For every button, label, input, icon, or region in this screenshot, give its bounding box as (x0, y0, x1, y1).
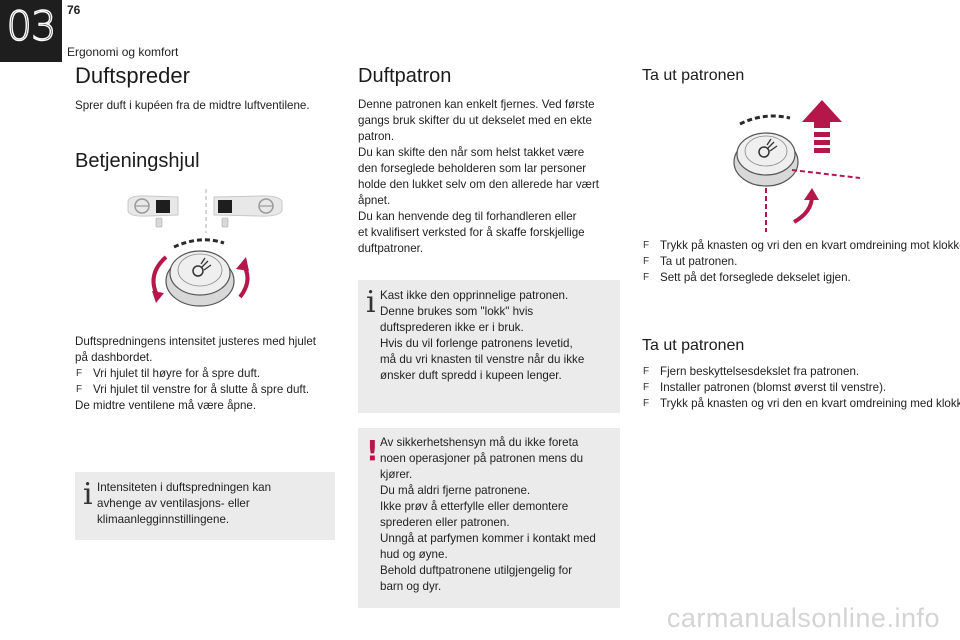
body-line: et kvalifisert verksted for å skaffe for… (358, 226, 585, 239)
rotate-right-arrow-icon (236, 257, 250, 299)
note-line: klimaanlegginnstillingene. (97, 513, 230, 526)
body-line: duftpatroner. (358, 242, 424, 255)
warning-icon: ! (366, 434, 379, 467)
section-title-duftpatron: Duftpatron (358, 65, 452, 87)
note-line: Av sikkerhetshensyn må du ikke foreta (380, 436, 579, 449)
body-line: Du kan henvende deg til forhandleren ell… (358, 210, 577, 223)
bullet-item: Vri hjulet til venstre for å slutte å sp… (75, 382, 345, 398)
cartridge-description: Denne patronen kan enkelt fjernes. Ved f… (358, 97, 599, 257)
note-line: noen operasjoner på patronen mens du (380, 452, 584, 465)
note-line: Kast ikke den opprinnelige patronen. (380, 289, 569, 302)
bullet-item: Sett på det forseglede dekselet igjen. (642, 270, 902, 286)
body-line: gangs bruk skifter du ut dekselet med en… (358, 114, 592, 127)
chapter-number: 03 (6, 3, 57, 50)
body-line: De midtre ventilene må være åpne. (75, 399, 257, 412)
note-text: Kast ikke den opprinnelige patronen. Den… (380, 288, 584, 384)
note-line: Hvis du vil forlenge patronens levetid, (380, 337, 573, 350)
warning-note-safety: ! Av sikkerhetshensyn må du ikke foreta … (358, 428, 620, 608)
dial-icon (165, 238, 235, 307)
page-number: 76 (67, 3, 81, 17)
remove-steps: Trykk på knasten og vri den en kvart omd… (642, 238, 960, 286)
bullet-item: Ta ut patronen. (642, 254, 902, 270)
info-icon: i (366, 285, 376, 320)
body-line: holde den lukket selv om den allerede ha… (358, 178, 600, 191)
body-line: den forseglede beholderen som lar person… (358, 162, 587, 175)
dial-illustration (127, 189, 283, 307)
bullet-item: Vri hjulet til høyre for å spre duft. (75, 366, 345, 382)
note-line: sprederen eller patronen. (380, 516, 510, 529)
cartridge-icon (733, 114, 799, 187)
body-line: på dashbordet. (75, 351, 153, 364)
note-line: hud og øyne. (380, 548, 448, 561)
watermark: carmanualsonline.info (666, 603, 940, 633)
bullet-item: Installer patronen (blomst øverst til ve… (642, 380, 904, 396)
note-line: ønsker duft spredd i kupeen lenger. (380, 369, 562, 382)
bullet-item: Trykk på knasten og vri den en kvart omd… (642, 396, 960, 412)
chapter-tab (0, 0, 62, 62)
body-line: Duftspredningens intensitet justeres med… (75, 335, 317, 348)
note-line: Unngå at parfymen kommer i kontakt med (380, 532, 596, 545)
note-line: barn og dyr. (380, 580, 442, 593)
cartridge-illustration (733, 100, 861, 232)
rotate-counterclockwise-arrow-icon (792, 188, 819, 224)
section-title-betjeningshjul: Betjeningshjul (75, 150, 200, 172)
arrow-up-icon (802, 100, 842, 153)
note-line: Intensiteten i duftspredningen kan (97, 481, 272, 494)
body-line: åpnet. (358, 194, 391, 207)
info-icon: i (83, 477, 93, 512)
rotate-left-arrow-icon (151, 255, 168, 303)
intro-text: Sprer duft i kupéen fra de midtre luftve… (75, 99, 310, 112)
note-line: Du må aldri fjerne patronene. (380, 484, 531, 497)
section-title-duftspreder: Duftspreder (75, 63, 190, 88)
info-note-intensity: i Intensiteten i duftspredningen kan avh… (75, 472, 335, 540)
left-vent-icon (127, 195, 179, 228)
note-line: Behold duftpatronene utilgjengelig for (380, 564, 573, 577)
note-line: Denne brukes som "lokk" hvis (380, 305, 534, 318)
body-line: Du kan skifte den når som helst takket v… (358, 146, 585, 159)
right-vent-icon (213, 195, 283, 228)
note-line: avhenge av ventilasjons- eller (97, 497, 250, 510)
note-line: må du vri knasten til venstre når du ikk… (380, 353, 585, 366)
bullet-item: Fjern beskyttelsesdekslet fra patronen. (642, 364, 904, 380)
section-title-install-cartridge: Ta ut patronen (642, 337, 745, 354)
note-line: duftsprederen ikke er i bruk. (380, 321, 524, 334)
note-text: Intensiteten i duftspredningen kan avhen… (97, 480, 271, 528)
install-steps: Fjern beskyttelsesdekslet fra patronen. … (642, 364, 960, 412)
body-line: patron. (358, 130, 395, 143)
note-line: Ikke prøv å etterfylle eller demontere (380, 500, 569, 513)
dial-description: Duftspredningens intensitet justeres med… (75, 334, 345, 414)
body-line: Denne patronen kan enkelt fjernes. Ved f… (358, 98, 595, 111)
bullet-item: Trykk på knasten og vri den en kvart omd… (642, 238, 960, 254)
note-line: kjører. (380, 468, 413, 481)
section-title-remove-cartridge: Ta ut patronen (642, 67, 745, 84)
info-note-cartridge: i Kast ikke den opprinnelige patronen. D… (358, 280, 620, 413)
chapter-title: Ergonomi og komfort (67, 45, 179, 59)
note-text: Av sikkerhetshensyn må du ikke foreta no… (380, 435, 596, 595)
